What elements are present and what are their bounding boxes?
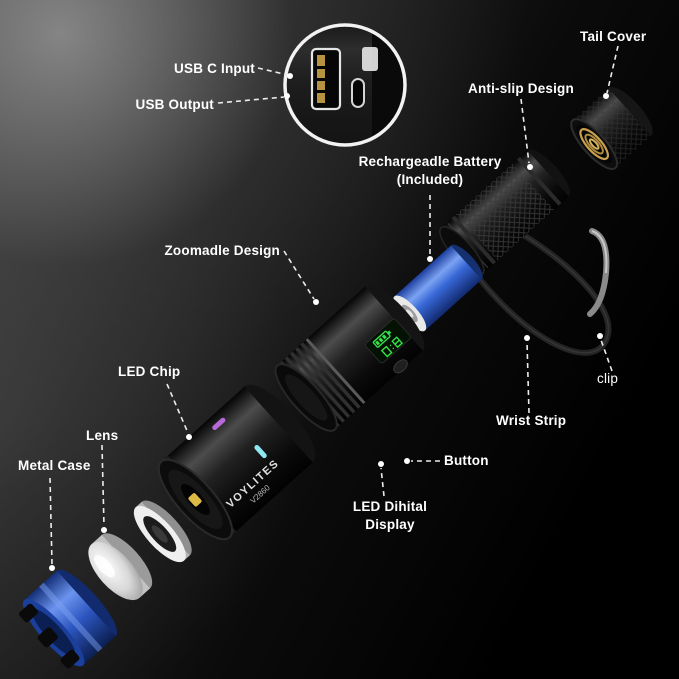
metal-case-part <box>19 569 118 669</box>
leader-tail-cover <box>606 45 619 94</box>
label-led-digital-display-line2: Display <box>365 516 415 532</box>
dot-tail-cover <box>603 93 609 99</box>
label-usb-output: USB Output <box>135 97 214 112</box>
battery-level-icon <box>372 330 392 348</box>
dot-button <box>404 458 410 464</box>
usb-c-port <box>351 78 365 108</box>
label-rechargeable-battery-line2: (Included) <box>396 171 464 187</box>
tail-cover-part <box>570 87 653 170</box>
dot-zoomable <box>313 299 319 305</box>
dot-clip <box>597 333 603 339</box>
label-led-chip: LED Chip <box>118 364 181 379</box>
leader-lines <box>49 45 619 565</box>
dot-led-chip <box>186 434 192 440</box>
leader-led-chip <box>166 383 189 434</box>
dot-lens <box>101 527 107 533</box>
dot-usb-c-input <box>287 73 293 79</box>
dot-led-display <box>378 461 384 467</box>
leader-lens <box>101 444 105 527</box>
leader-anti-slip <box>520 98 530 164</box>
leader-usb-output <box>217 96 285 104</box>
label-lens: Lens <box>86 428 119 443</box>
dot-usb-output <box>284 93 290 99</box>
label-led-digital-display: LED Dihital Display <box>335 498 445 533</box>
label-usb-c-input: USB C Input <box>174 61 255 76</box>
label-rechargeable-battery: Rechargeadle Battery (Included) <box>345 153 515 188</box>
label-clip: clip <box>597 371 619 386</box>
label-wrist-strip: Wrist Strip <box>496 413 567 428</box>
label-anti-slip-design: Anti-slip Design <box>468 81 574 96</box>
leader-dots <box>49 73 609 571</box>
cyan-indicator-mark <box>254 444 267 459</box>
housing-detail <box>362 47 378 71</box>
battery-part <box>393 244 483 332</box>
label-zoomable-design: Zoomadle Design <box>164 243 280 258</box>
label-metal-case: Metal Case <box>18 458 91 473</box>
led-digital-display-part <box>365 318 411 364</box>
leader-clip <box>600 339 613 372</box>
dot-wrist-strip <box>524 335 530 341</box>
leader-led-display <box>380 467 385 497</box>
pocket-clip-part <box>587 228 610 317</box>
leader-zoomable <box>283 250 315 300</box>
inset-border-circle <box>283 23 407 147</box>
tail-spring <box>579 128 610 161</box>
leader-metal-case <box>49 477 53 565</box>
usb-a-port <box>310 47 342 111</box>
lens-part <box>88 533 153 601</box>
usb-ports-inset <box>283 23 407 147</box>
label-led-digital-display-line1: LED Dihital <box>352 499 428 514</box>
crown-notches <box>19 603 80 669</box>
label-rechargeable-battery-line1: Rechargeadle Battery <box>358 154 502 169</box>
dot-battery <box>427 256 433 262</box>
side-button <box>393 359 408 374</box>
wrist-strap-part <box>452 208 612 356</box>
label-tail-cover: Tail Cover <box>580 29 647 44</box>
leader-wrist-strip <box>526 341 530 414</box>
dot-metal-case <box>49 565 55 571</box>
dot-anti-slip <box>527 164 533 170</box>
label-button: Button <box>444 453 489 468</box>
purple-indicator-mark <box>212 417 226 431</box>
led-chip-part <box>133 500 192 563</box>
led-chip-inside-head <box>188 493 202 507</box>
zoom-head-part <box>274 285 425 432</box>
display-digits <box>380 336 404 358</box>
head-part: VOYLITES V2860 <box>157 384 316 541</box>
leader-usb-c-input <box>257 67 289 76</box>
